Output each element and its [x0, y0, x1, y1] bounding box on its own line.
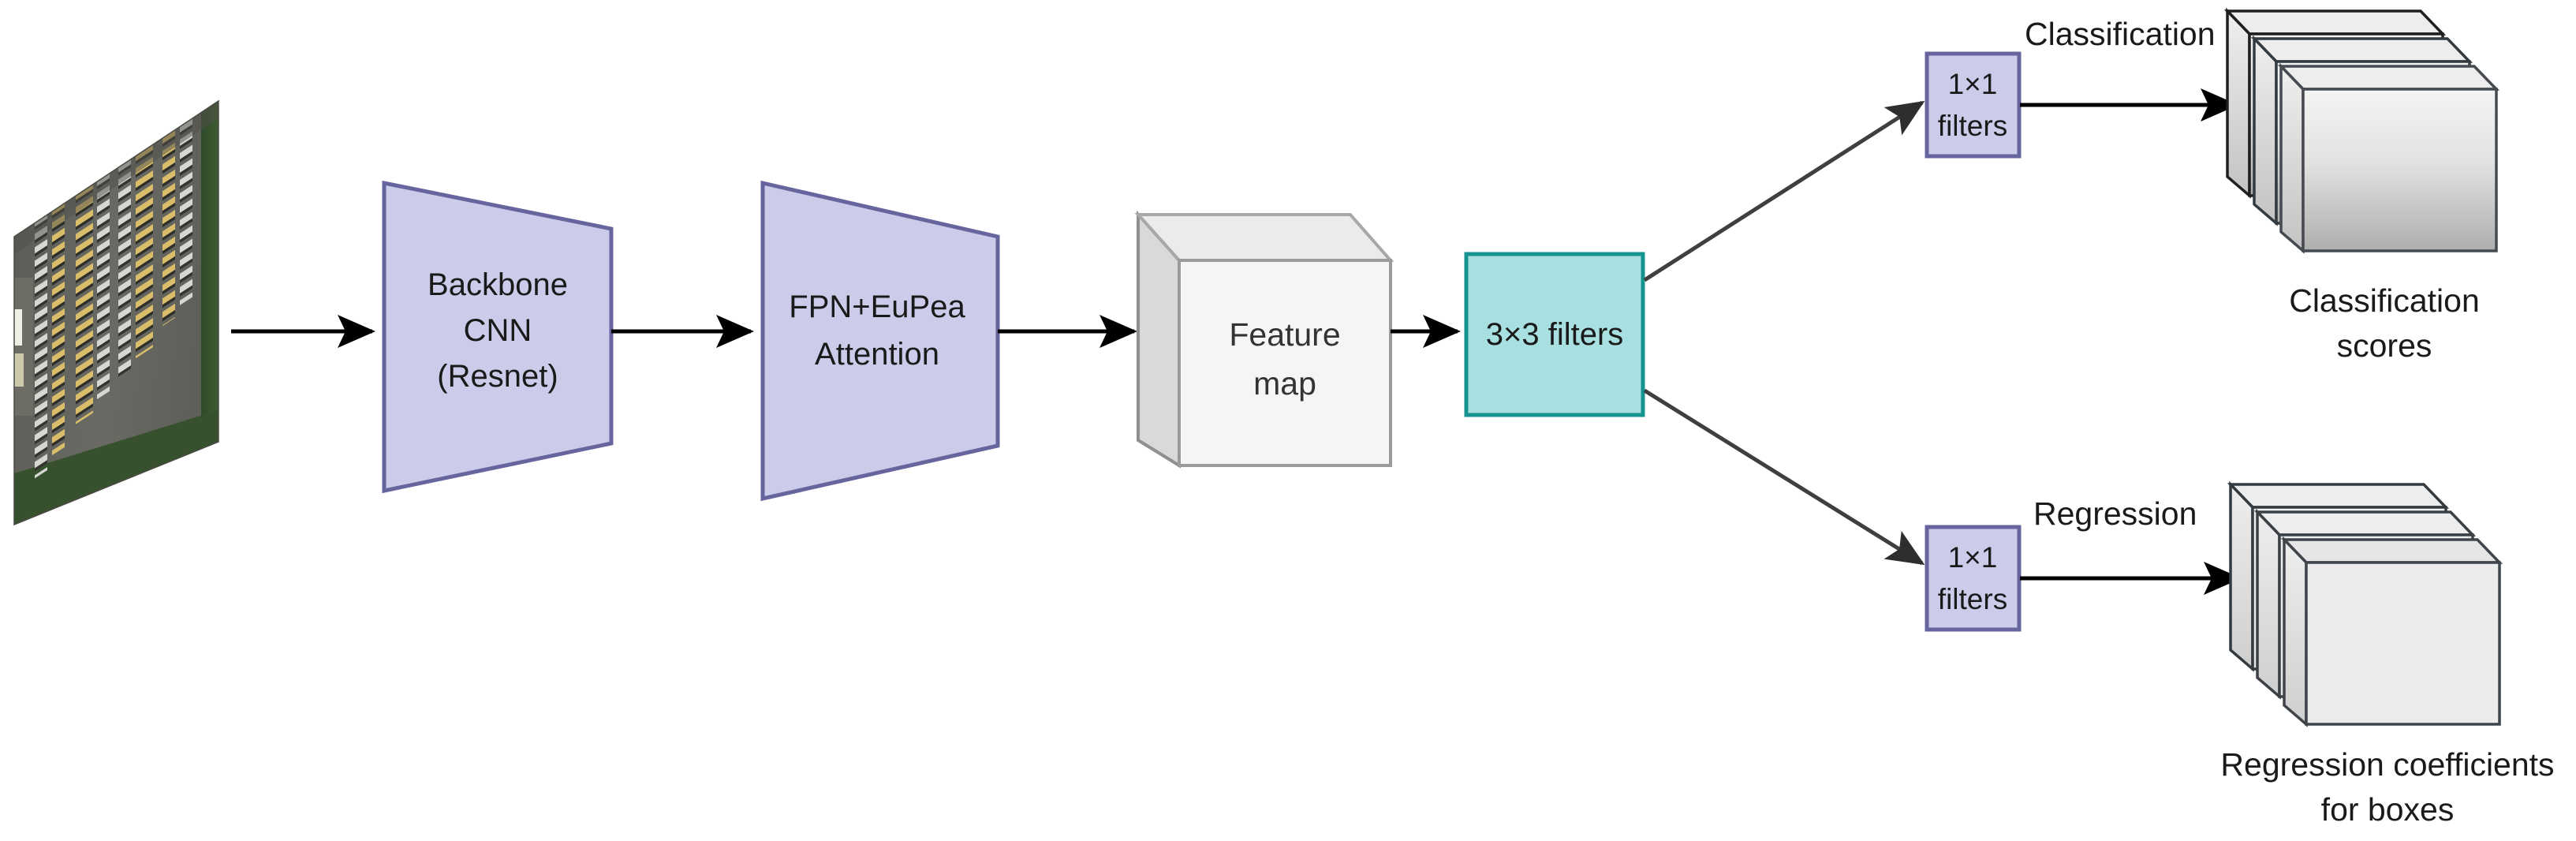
edge-label-regression: Regression [2033, 495, 2197, 532]
feature-map-label-line1: Feature [1229, 316, 1340, 353]
node-classification-scores-stack[interactable] [2223, 7, 2500, 254]
arrow-conv3x3-to-conv1x1-cls [1643, 100, 1925, 282]
conv1x1-reg-label-line2: filters [1938, 583, 2007, 615]
regression-coefficients-caption-line1: Regression coefficients [2220, 746, 2554, 783]
conv1x1-reg-label-line1: 1×1 [1948, 541, 1998, 574]
conv3x3-label: 3×3 filters [1486, 317, 1624, 352]
node-feature-map[interactable]: Feature map [1134, 210, 1394, 469]
feature-map-top-face [1134, 213, 1394, 262]
node-conv-1x1-regression[interactable]: 1×1 filters [1925, 525, 2022, 632]
fpn-label-line2: Attention [815, 337, 939, 372]
conv1x1-cls-label-line1: 1×1 [1948, 68, 1998, 100]
backbone-label-line1: Backbone [427, 267, 568, 302]
node-fpn-eupea-attention[interactable]: FPN+EuPea Attention [760, 180, 1000, 502]
classification-scores-caption-line2: scores [2337, 327, 2432, 364]
arrow-conv3x3-to-conv1x1-reg [1643, 388, 1925, 566]
feature-map-front-face [1178, 259, 1392, 467]
fpn-label-line1: FPN+EuPea [789, 290, 965, 324]
conv1x1-cls-label-line2: filters [1938, 110, 2007, 142]
classification-scores-caption-line1: Classification [2289, 282, 2480, 319]
regression-coefficients-caption-line2: for boxes [2321, 791, 2455, 828]
backbone-label-line3: (Resnet) [437, 359, 558, 394]
node-backbone-cnn[interactable]: Backbone CNN (Resnet) [382, 180, 614, 494]
node-conv-3x3[interactable]: 3×3 filters [1464, 252, 1645, 417]
feature-map-label-line2: map [1253, 365, 1316, 402]
input-image-photo [13, 99, 219, 526]
backbone-label-line2: CNN [464, 313, 532, 348]
node-conv-1x1-classification[interactable]: 1×1 filters [1925, 51, 2022, 159]
edge-label-classification: Classification [2025, 16, 2216, 52]
node-regression-coefficients-stack[interactable] [2227, 480, 2503, 727]
